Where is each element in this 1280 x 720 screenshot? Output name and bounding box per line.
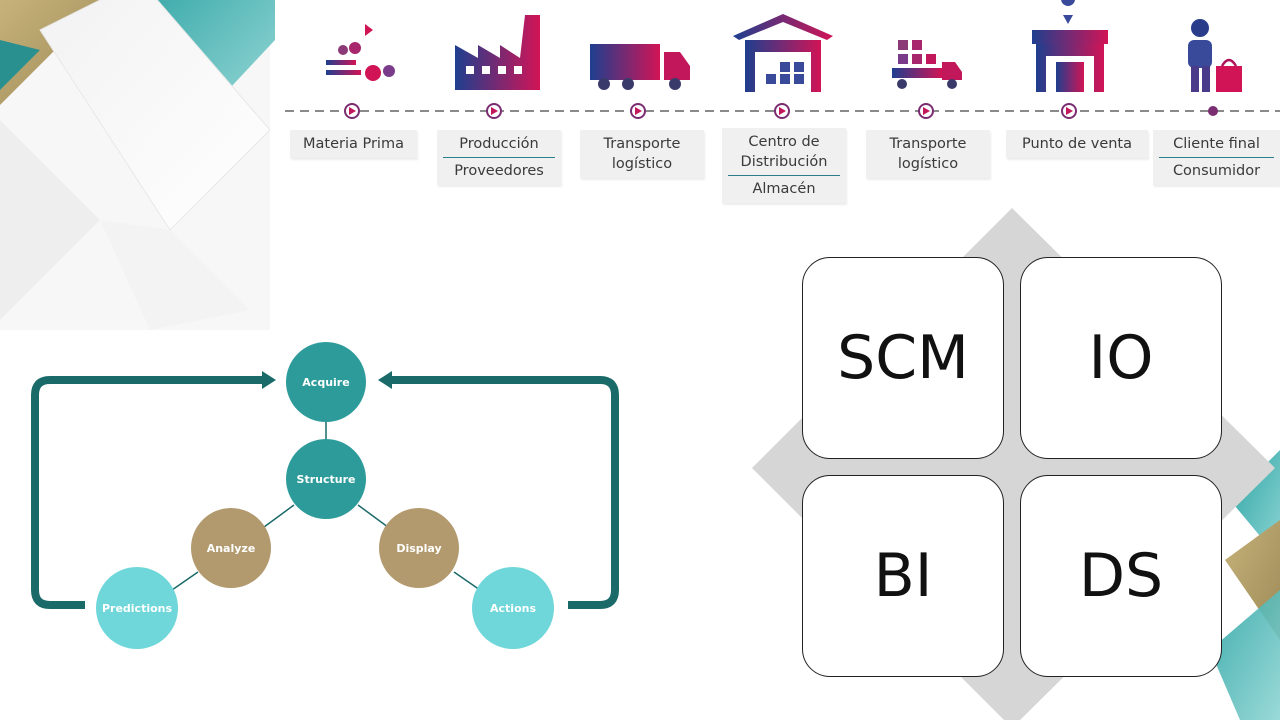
connector-analyze-predictions <box>171 571 199 591</box>
node-predictions: Predictions <box>96 567 178 649</box>
loop-arrow-right <box>392 376 619 609</box>
warehouse-icon <box>733 14 833 119</box>
node-actions: Actions <box>472 567 554 649</box>
customer-icon <box>1188 19 1242 116</box>
stage-label-text: Materia Prima <box>303 136 404 152</box>
store-icon <box>1032 0 1108 119</box>
quadrant-label: BI <box>873 541 933 611</box>
node-analyze: Analyze <box>191 508 271 588</box>
stage-label-cliente-final: Cliente final Consumidor <box>1153 130 1280 185</box>
stage-label-text: Transporte logístico <box>889 136 967 172</box>
truck-icon <box>590 44 690 119</box>
stage-label-text: Punto de venta <box>1021 136 1133 152</box>
node-label: Analyze <box>206 541 256 555</box>
stage-label-punto-venta: Punto de venta <box>1006 130 1148 158</box>
loop-arrowhead-left <box>262 371 276 389</box>
stage-label-text: Transporte logístico <box>603 136 681 172</box>
truck-loaded-icon <box>892 40 962 119</box>
node-acquire: Acquire <box>286 342 366 422</box>
quadrant-bi: BI <box>802 475 1004 677</box>
connector-display-actions <box>453 571 481 591</box>
loop-arrowhead-right <box>378 371 392 389</box>
stage-label-produccion: Producción Proveedores <box>437 130 561 185</box>
node-structure: Structure <box>286 439 366 519</box>
stage-label-materia-prima: Materia Prima <box>290 130 417 158</box>
node-label: Acquire <box>302 375 350 389</box>
stage-label-text: Producción <box>459 136 539 152</box>
node-label: Display <box>396 541 442 555</box>
data-cycle-connectors <box>31 371 619 609</box>
quadrant-ds: DS <box>1020 475 1222 677</box>
quadrant-label: SCM <box>837 323 969 393</box>
node-label: Structure <box>296 472 356 486</box>
connector-structure-analyze <box>259 504 295 531</box>
top-left-corner-decoration <box>0 0 275 330</box>
stage-label-text: Cliente final <box>1173 136 1260 152</box>
stage-sublabel-text: Proveedores <box>443 157 555 181</box>
quadrant-scm: SCM <box>802 257 1004 459</box>
stage-label-text: Centro de Distribución <box>740 134 828 170</box>
raw-materials-icon <box>326 24 395 119</box>
quadrant-io: IO <box>1020 257 1222 459</box>
quadrant-label: DS <box>1078 541 1164 611</box>
factory-icon <box>455 15 540 119</box>
stage-label-transporte-1: Transporte logístico <box>580 130 704 178</box>
supply-chain-icons <box>285 0 1280 119</box>
node-label: Actions <box>490 601 536 615</box>
stage-sublabel-text: Almacén <box>728 175 840 199</box>
node-label: Predictions <box>101 601 173 615</box>
stage-label-centro-distribucion: Centro de Distribución Almacén <box>722 128 846 203</box>
loop-arrow-left <box>31 376 262 609</box>
bottom-right-corner-decoration <box>1210 450 1280 720</box>
stage-label-transporte-2: Transporte logístico <box>866 130 990 178</box>
quadrant-label: IO <box>1088 323 1154 393</box>
node-display: Display <box>379 508 459 588</box>
stage-sublabel-text: Consumidor <box>1159 157 1274 181</box>
